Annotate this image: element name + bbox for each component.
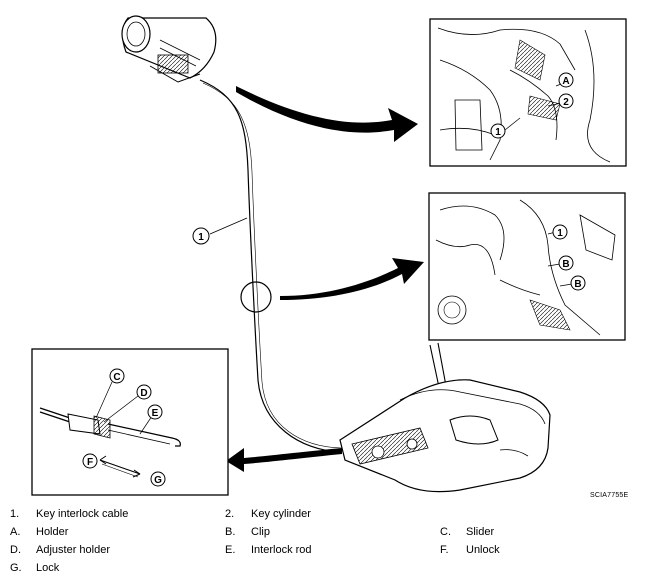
callout-1-cable: 1 xyxy=(192,217,248,245)
detail-view-middle: 1 B B xyxy=(428,192,626,341)
legend-item: 1.Key interlock cable xyxy=(10,508,129,520)
magnifier-circle xyxy=(240,281,272,313)
svg-text:C: C xyxy=(113,372,120,383)
shifter-assembly-illustration xyxy=(339,342,551,493)
legend-item: F.Unlock xyxy=(440,544,500,556)
legend-item: E.Interlock rod xyxy=(225,544,312,556)
detail-view-top: A 2 1 xyxy=(429,18,627,167)
svg-text:D: D xyxy=(140,388,147,399)
svg-text:2: 2 xyxy=(563,97,569,108)
svg-text:1: 1 xyxy=(198,232,204,243)
legend-item: 2.Key cylinder xyxy=(225,508,311,520)
interlock-diagram: 1 A 2 1 1 xyxy=(31,15,627,496)
arrow-to-detail-lower xyxy=(226,448,342,472)
svg-text:B: B xyxy=(562,259,569,270)
legend-item: B.Clip xyxy=(225,526,270,538)
figure-code: SCIA7755E xyxy=(590,492,629,499)
svg-text:1: 1 xyxy=(495,127,501,138)
svg-text:1: 1 xyxy=(557,228,563,239)
legend-item: D.Adjuster holder xyxy=(10,544,110,556)
arrow-to-detail-middle xyxy=(280,258,424,300)
key-cylinder-illustration xyxy=(121,15,217,83)
arrow-to-detail-top xyxy=(236,86,418,142)
svg-text:B: B xyxy=(574,279,581,290)
legend-item: A.Holder xyxy=(10,526,69,538)
legend-item: C.Slider xyxy=(440,526,495,538)
svg-text:A: A xyxy=(562,76,569,87)
legend-item: G.Lock xyxy=(10,562,60,574)
svg-text:E: E xyxy=(152,408,159,419)
key-interlock-cable xyxy=(199,79,341,453)
svg-text:F: F xyxy=(87,457,93,468)
detail-view-lower: C D E F G xyxy=(31,348,229,496)
svg-text:G: G xyxy=(154,475,162,486)
